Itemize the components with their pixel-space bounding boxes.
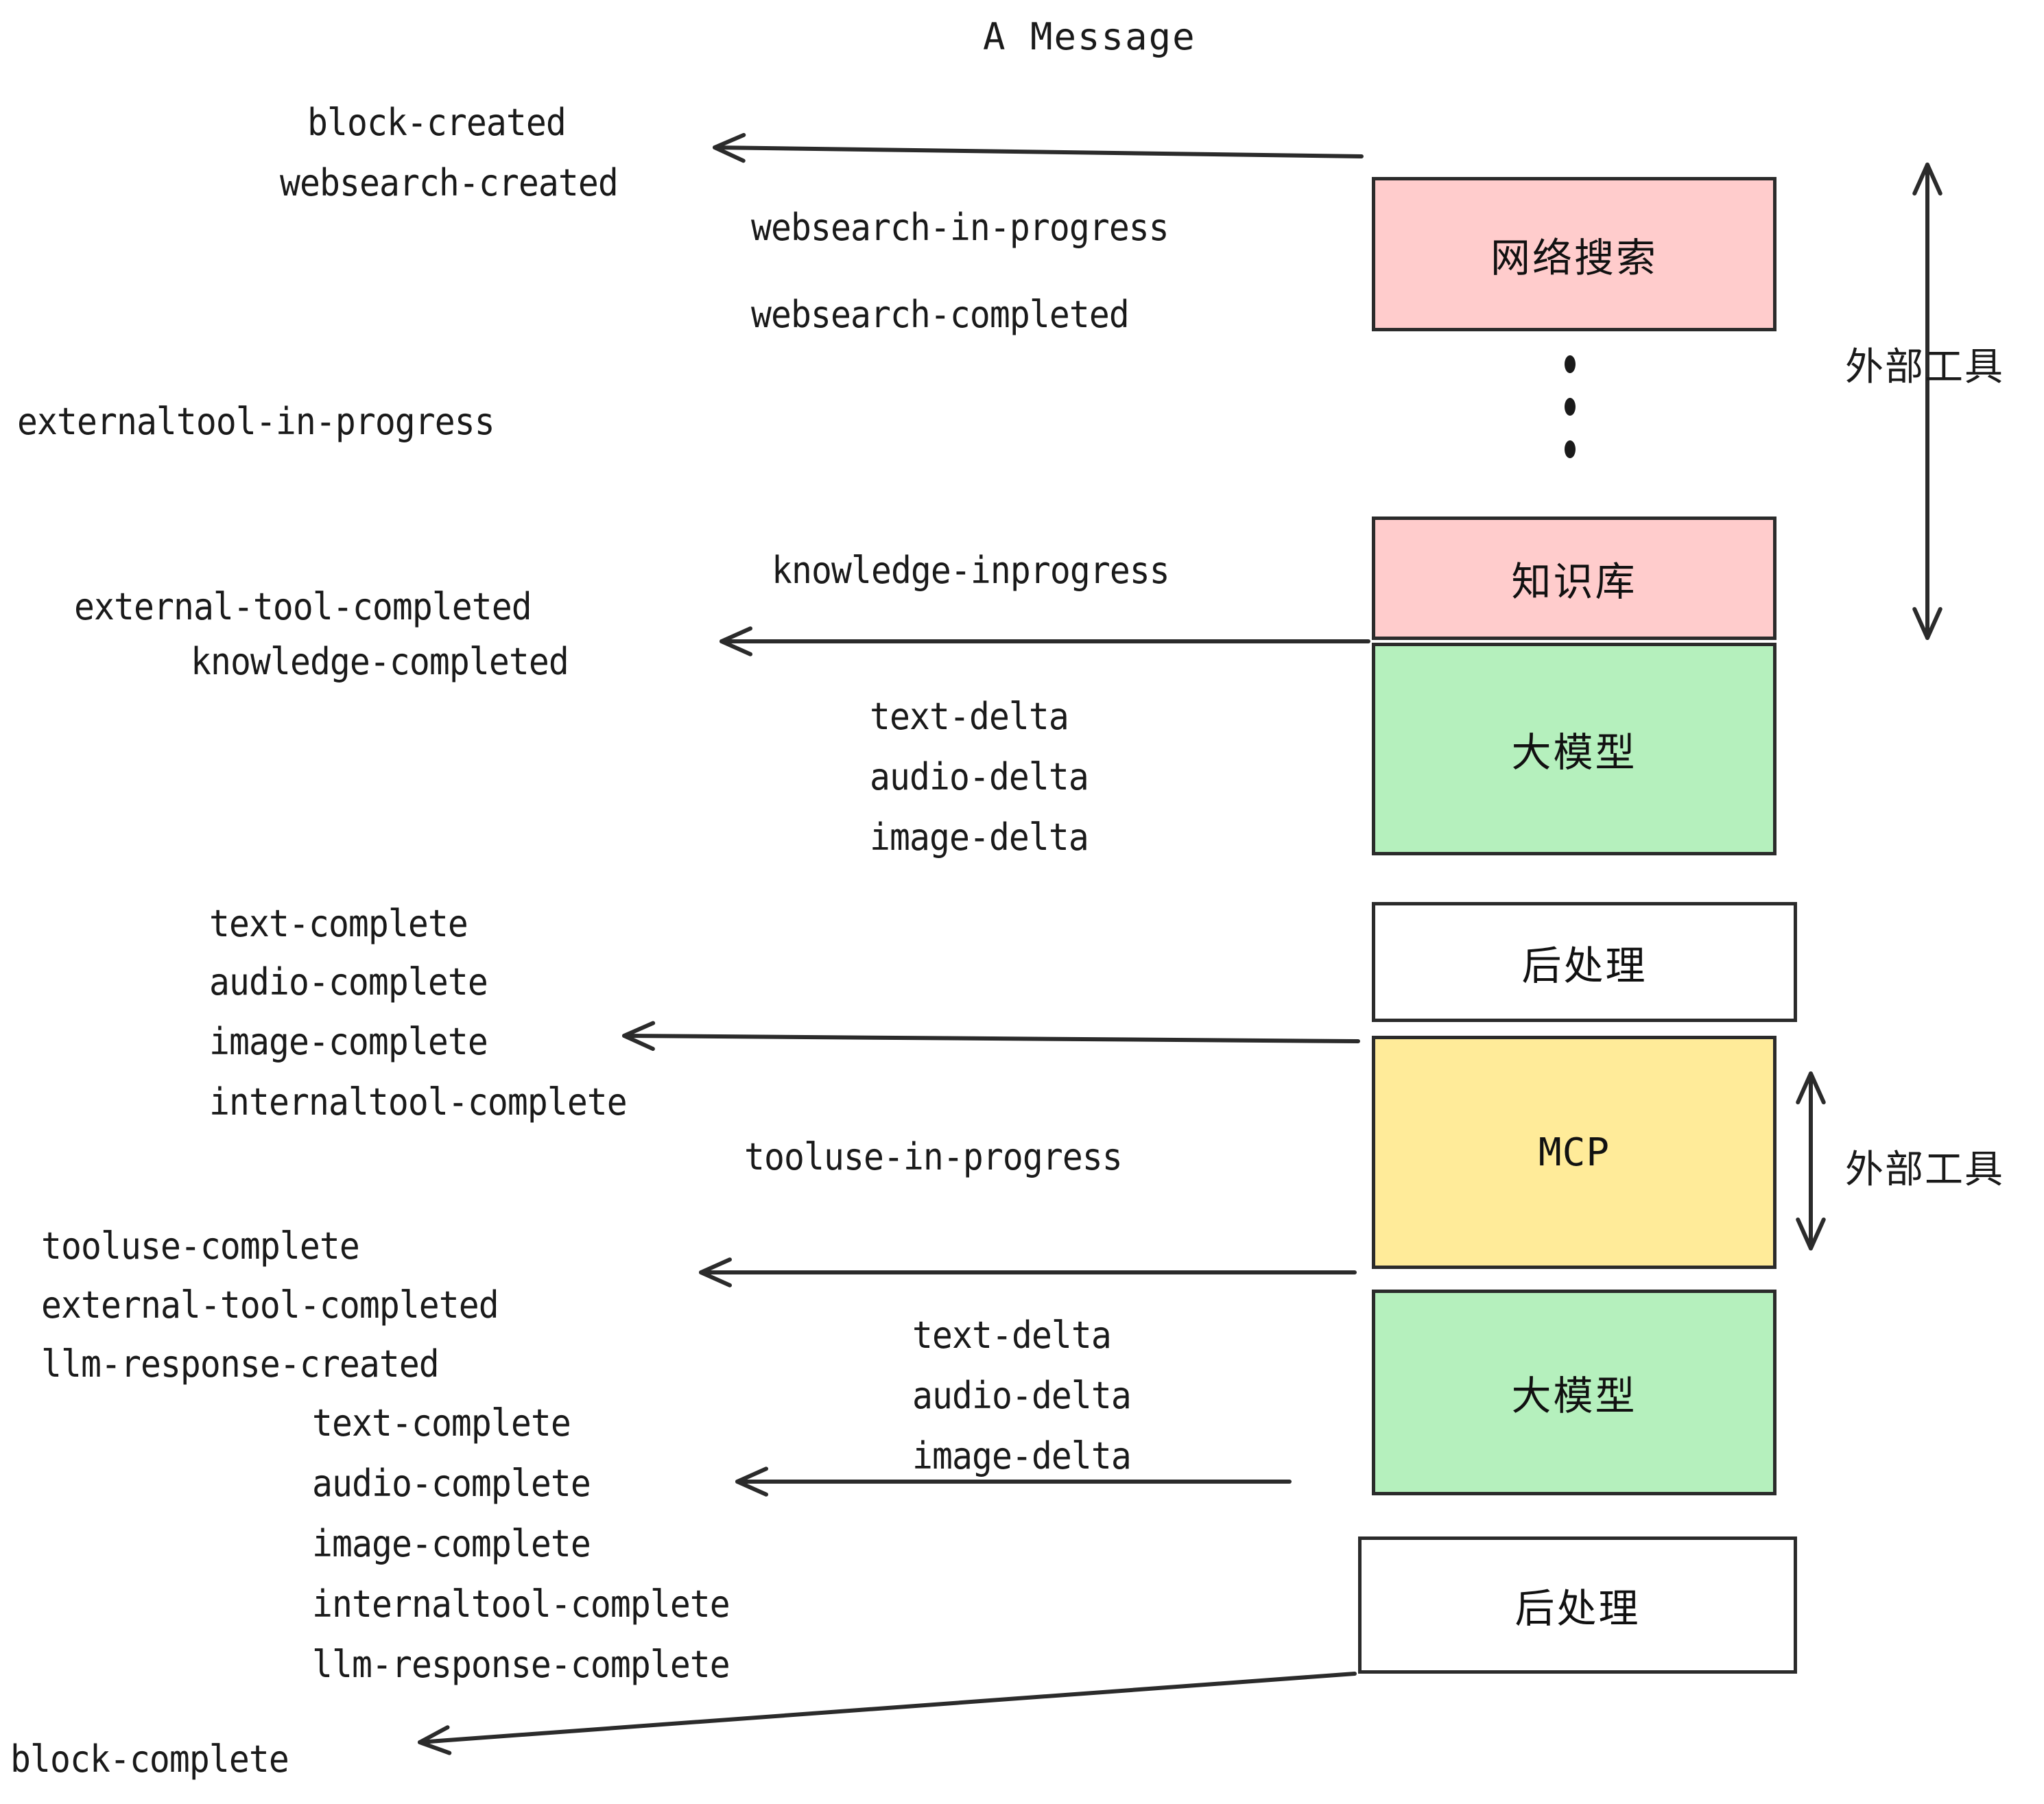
arrow-arrow-ext-top-down bbox=[1912, 171, 1942, 640]
box-postprocess-bottom[interactable]: 后处理 bbox=[1358, 1536, 1797, 1674]
arrow-arrow-tooluse-complete bbox=[699, 1257, 1357, 1287]
event-label-websearch-created: websearch-created bbox=[280, 161, 619, 204]
event-label-audio-delta-2: audio-delta bbox=[912, 1374, 1132, 1417]
event-label-image-delta-2: image-delta bbox=[912, 1434, 1132, 1477]
box-websearch-label: 网络搜索 bbox=[1490, 234, 1658, 281]
arrow-arrow-ext-bot-up bbox=[1796, 1071, 1826, 1244]
event-label-text-complete-1: text-complete bbox=[209, 902, 468, 945]
annotation-external-tools-bottom: 外部工具 bbox=[1845, 1148, 2004, 1192]
arrow-arrow-ext-top-up bbox=[1912, 163, 1942, 633]
annotation-external-tools-top: 外部工具 bbox=[1845, 345, 2004, 390]
event-label-llm-response-created: llm-response-created bbox=[41, 1342, 440, 1386]
box-knowledge[interactable]: 知识库 bbox=[1372, 517, 1776, 640]
event-label-external-tool-completed-1: external-tool-completed bbox=[74, 585, 532, 628]
event-label-external-tool-completed-2: external-tool-completed bbox=[41, 1283, 499, 1327]
event-label-image-delta-1: image-delta bbox=[870, 816, 1089, 859]
arrow-arrow-knowledge-completed bbox=[720, 626, 1370, 656]
event-label-externaltool-in-progress: externaltool-in-progress bbox=[17, 400, 495, 443]
event-label-block-created: block-created bbox=[307, 101, 567, 144]
event-label-image-complete-1: image-complete bbox=[209, 1020, 488, 1063]
event-label-llm-response-complete: llm-response-complete bbox=[312, 1643, 730, 1686]
event-label-text-complete-2: text-complete bbox=[312, 1401, 571, 1445]
box-knowledge-label: 知识库 bbox=[1511, 558, 1637, 605]
event-label-text-delta-2: text-delta bbox=[912, 1314, 1112, 1357]
box-postprocess-bottom-label: 后处理 bbox=[1514, 1585, 1641, 1632]
box-websearch[interactable]: 网络搜索 bbox=[1372, 177, 1776, 331]
event-label-internaltool-complete-1: internaltool-complete bbox=[209, 1080, 628, 1124]
box-llm-top-label: 大模型 bbox=[1511, 729, 1637, 776]
box-mcp-label: MCP bbox=[1538, 1130, 1611, 1175]
event-label-websearch-completed: websearch-completed bbox=[751, 293, 1130, 336]
box-mcp[interactable]: MCP bbox=[1372, 1036, 1776, 1269]
event-label-audio-complete-1: audio-complete bbox=[209, 960, 488, 1004]
ellipsis-dot bbox=[1565, 355, 1576, 373]
box-llm-bottom[interactable]: 大模型 bbox=[1372, 1290, 1776, 1495]
arrow-arrow-image-complete bbox=[622, 1021, 1360, 1052]
event-label-knowledge-completed: knowledge-completed bbox=[191, 640, 569, 683]
arrow-arrow-block-created bbox=[713, 132, 1364, 163]
event-label-tooluse-complete: tooluse-complete bbox=[41, 1224, 360, 1268]
box-llm-bottom-label: 大模型 bbox=[1511, 1373, 1637, 1419]
event-label-internaltool-complete-2: internaltool-complete bbox=[312, 1582, 730, 1626]
box-postprocess-top-label: 后处理 bbox=[1521, 942, 1648, 989]
ellipsis-dot bbox=[1565, 440, 1576, 458]
page-title: A Message bbox=[983, 15, 1196, 58]
event-label-audio-delta-1: audio-delta bbox=[870, 755, 1089, 798]
box-llm-top[interactable]: 大模型 bbox=[1372, 643, 1776, 855]
arrow-arrow-ext-bot-down bbox=[1796, 1075, 1826, 1250]
box-postprocess-top[interactable]: 后处理 bbox=[1372, 902, 1797, 1022]
event-label-text-delta-1: text-delta bbox=[870, 695, 1069, 738]
event-label-websearch-in-progress: websearch-in-progress bbox=[751, 206, 1169, 249]
event-label-block-complete: block-complete bbox=[10, 1737, 289, 1781]
event-label-knowledge-inprogress: knowledge-inprogress bbox=[772, 549, 1170, 592]
ellipsis-dot bbox=[1565, 398, 1576, 416]
event-label-image-complete-2: image-complete bbox=[312, 1522, 591, 1565]
event-label-tooluse-in-progress: tooluse-in-progress bbox=[744, 1135, 1123, 1178]
event-label-audio-complete-2: audio-complete bbox=[312, 1462, 591, 1505]
